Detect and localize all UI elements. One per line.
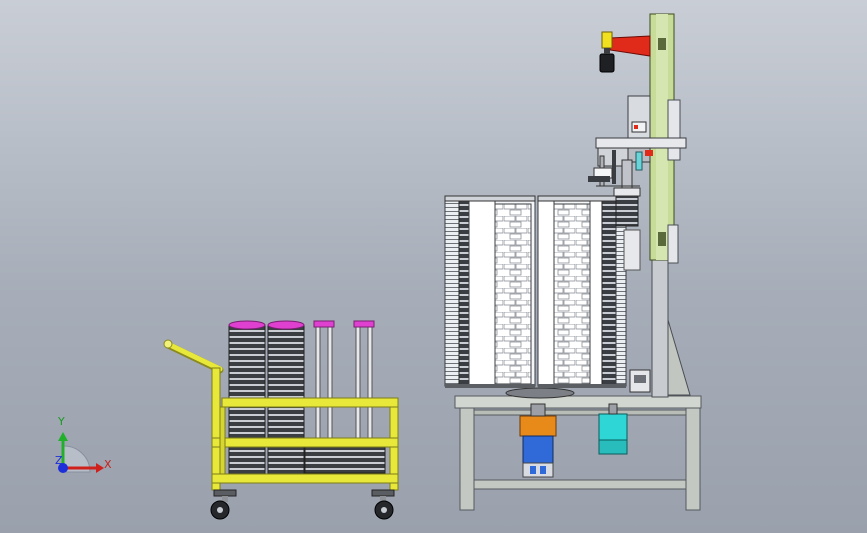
auxiliary-cylinder <box>598 403 628 455</box>
tray-stack-bottom <box>304 444 386 474</box>
cart-frame <box>211 367 399 491</box>
coordinate-triad: X Y Z <box>55 415 112 473</box>
tray-magazine-left <box>444 195 536 388</box>
caster-left <box>210 489 237 520</box>
loading-machine <box>444 13 702 511</box>
tray-cart <box>163 320 399 520</box>
tray-lift-stack <box>615 195 641 271</box>
tray-magazine-right <box>537 195 627 388</box>
turntable-drive-cylinder <box>519 403 557 478</box>
x-axis-label: X <box>104 458 112 471</box>
lift-column <box>629 13 691 398</box>
y-axis-arrowhead <box>58 432 68 441</box>
x-axis-arrowhead <box>96 463 104 473</box>
column-slot-top <box>658 38 666 50</box>
overhead-gripper-arm <box>599 31 651 73</box>
turntable-base <box>505 387 575 399</box>
cart-handle <box>165 341 223 372</box>
tray-post-pair-1 <box>313 320 335 444</box>
y-axis-label: Y <box>57 415 65 428</box>
z-axis-dot <box>58 463 68 473</box>
machine-table <box>454 395 702 511</box>
triad-plane-marker <box>63 445 91 473</box>
z-axis-label: Z <box>55 454 63 467</box>
tray-post-pair-2 <box>353 320 375 444</box>
column-slot-bottom <box>658 232 666 246</box>
cart-handle-grip <box>163 339 173 349</box>
pick-head-carriage <box>588 95 687 197</box>
caster-right <box>371 489 395 520</box>
